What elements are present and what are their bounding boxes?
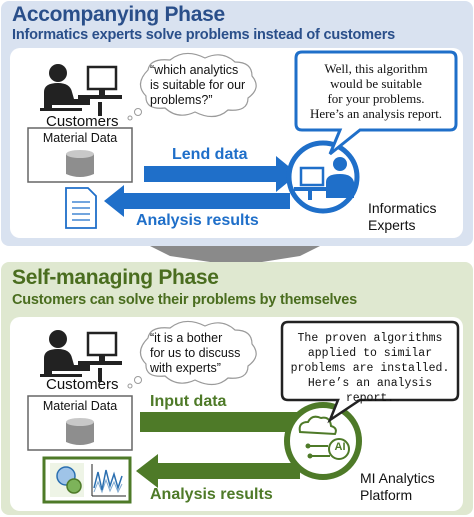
customer-quote: “which analytics is suitable for our pro…	[150, 63, 246, 107]
self-managing-phase-subtitle: Customers can solve their problems by th…	[12, 292, 357, 308]
self-managing-phase-title: Self-managing Phase	[12, 266, 219, 289]
customers-label: Customers	[46, 113, 119, 130]
platform-speech-bubble	[280, 320, 460, 424]
person-at-computer-icon	[40, 64, 122, 116]
customer-thought-cloud	[139, 52, 257, 118]
expert-quote: Well, this algorithm would be suitable f…	[309, 61, 443, 121]
customers-label-bottom: Customers	[46, 376, 119, 393]
analysis-results-arrow-bottom	[136, 454, 300, 488]
lend-data-arrow	[144, 156, 298, 192]
customer-quote-bottom: “it is a bother for us to discuss with e…	[150, 331, 241, 375]
expert-circle-icon	[286, 140, 360, 214]
accompanying-phase-title: Accompanying Phase	[12, 3, 225, 26]
ai-badge: AI	[334, 441, 346, 453]
input-data-arrow	[140, 412, 298, 432]
lend-data-label: Lend data	[172, 146, 248, 163]
database-cylinder-icon	[66, 418, 94, 445]
down-chevron-icon	[150, 246, 320, 266]
expert-speech-bubble	[294, 50, 458, 156]
material-data-label: Material Data	[42, 131, 118, 145]
analysis-results-label-bottom: Analysis results	[150, 486, 273, 503]
mi-analytics-platform-label: MI Analytics Platform	[360, 470, 435, 503]
material-data-label-bottom: Material Data	[42, 399, 118, 413]
accompanying-phase-subtitle: Informatics experts solve problems inste…	[12, 27, 396, 43]
input-data-label: Input data	[150, 393, 227, 410]
platform-quote: The proven algorithms applied to similar…	[290, 332, 450, 405]
person-at-computer-icon	[40, 330, 122, 382]
customer-thought-cloud	[139, 320, 257, 386]
analysis-results-arrow-top	[104, 185, 290, 217]
analysis-charts-icon	[42, 456, 132, 504]
informatics-experts-label: Informatics Experts	[368, 200, 437, 233]
ai-platform-icon	[284, 402, 362, 480]
document-icon	[65, 187, 97, 229]
database-cylinder-icon	[66, 150, 94, 177]
analysis-results-label-top: Analysis results	[136, 212, 259, 229]
